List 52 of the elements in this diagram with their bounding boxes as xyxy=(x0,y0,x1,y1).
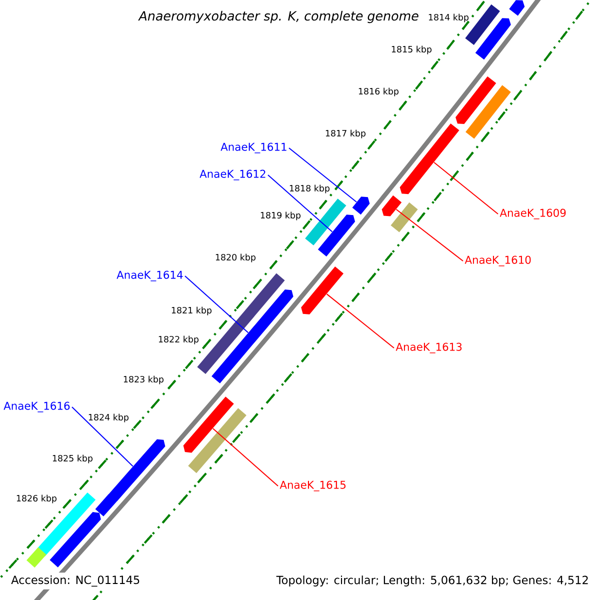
gene-block xyxy=(301,266,344,314)
leader-line xyxy=(212,428,278,486)
leader-line xyxy=(268,174,333,232)
gene-block xyxy=(183,396,234,453)
tick-label: 1822 kbp xyxy=(158,336,199,344)
gene-label: AnaeK_1612 xyxy=(200,170,266,180)
gene-block xyxy=(509,0,525,16)
gene-label: AnaeK_1611 xyxy=(220,142,286,154)
gene-block xyxy=(26,547,46,568)
leader-line xyxy=(72,406,134,467)
leader-line xyxy=(434,162,498,214)
gene-label: AnaeK_1609 xyxy=(500,208,566,220)
title: Anaeromyxobacter sp. K, complete genome xyxy=(136,8,422,26)
gene-block xyxy=(95,494,117,516)
gene-block xyxy=(352,196,370,215)
gene-block xyxy=(36,492,96,557)
tick-label: 1824 kbp xyxy=(88,414,129,422)
tick-label: 1826 kbp xyxy=(16,494,57,504)
gene-block xyxy=(212,290,294,384)
tick-label: 1814 kbp xyxy=(428,14,469,22)
gene-block xyxy=(108,439,166,502)
leader-line xyxy=(288,148,357,202)
tick-label: 1821 kbp xyxy=(172,306,212,316)
gene-block xyxy=(456,76,496,124)
tick-label: 1818 kbp xyxy=(290,184,330,194)
footer-text: Accession: NC_011145 xyxy=(8,572,143,590)
gene-block xyxy=(50,512,101,568)
gene-label: AnaeK_1616 xyxy=(4,402,70,412)
tick-label: 1820 kbp xyxy=(216,254,256,262)
gene-block xyxy=(197,273,285,374)
gene-label: AnaeK_1614 xyxy=(116,270,183,282)
footer-text: Topology: circular; Length: 5,061,632 bp; Genes: 4,512 xyxy=(274,572,592,590)
gene-block xyxy=(305,198,346,246)
gene-block xyxy=(390,202,418,232)
tick-label: 1815 kbp xyxy=(392,46,432,54)
leader-line xyxy=(326,294,394,348)
tick-label: 1816 kbp xyxy=(358,88,399,96)
tick-label: 1817 kbp xyxy=(326,130,366,138)
tick-label: 1819 kbp xyxy=(260,212,301,220)
gene-block xyxy=(475,18,511,60)
gene-block xyxy=(466,85,511,139)
gene-block xyxy=(188,408,246,474)
tick-label: 1823 kbp xyxy=(124,376,164,384)
gene-block xyxy=(318,214,356,257)
gene-label: AnaeK_1615 xyxy=(280,480,346,492)
leader-line xyxy=(184,276,248,333)
gene-block xyxy=(382,195,402,216)
gene-label: AnaeK_1610 xyxy=(464,256,531,266)
gene-label: AnaeK_1613 xyxy=(396,342,462,354)
gene-block xyxy=(400,123,460,194)
leader-line xyxy=(396,208,464,262)
tick-label: 1825 kbp xyxy=(52,454,93,464)
